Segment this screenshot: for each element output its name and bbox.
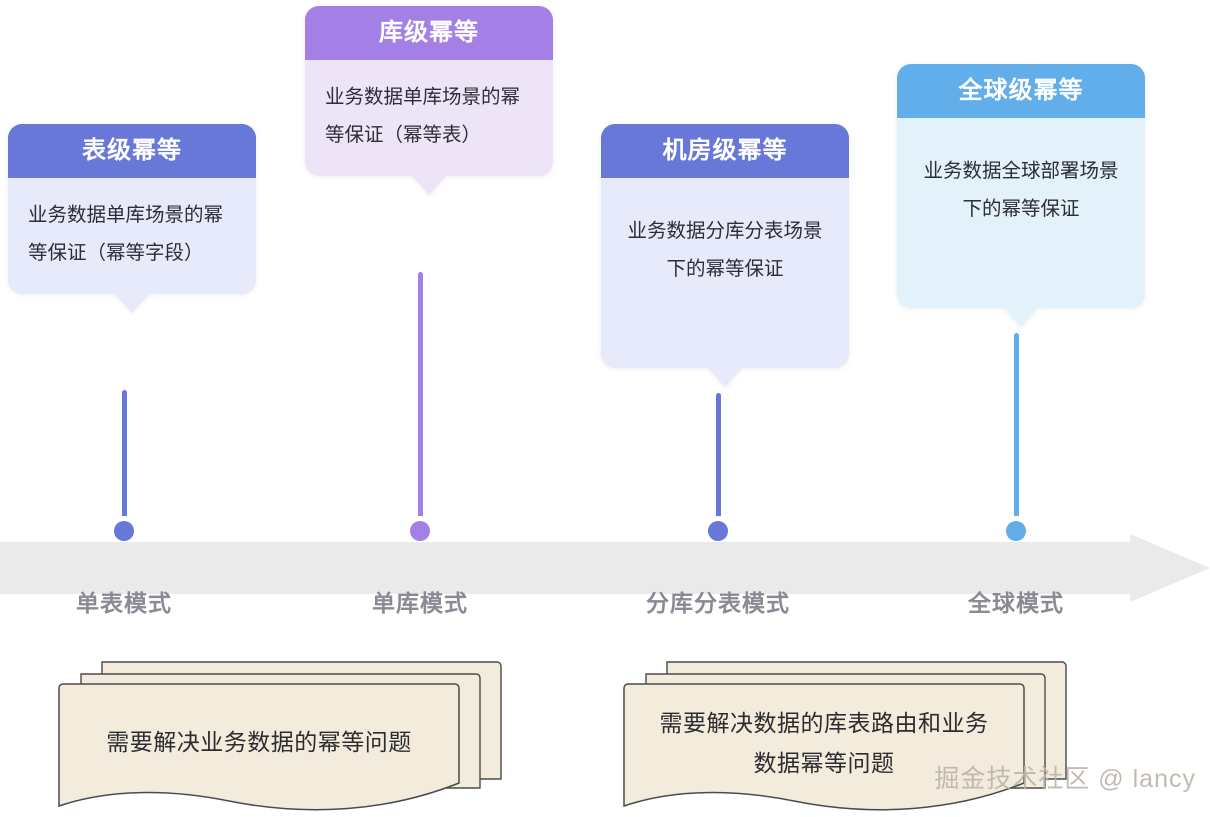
card-body-global-level: 业务数据全球部署场景下的幂等保证 [923, 160, 1119, 221]
timeline-dot-4[interactable] [1006, 521, 1026, 541]
note-stack-left: 需要解决业务数据的幂等问题 [55, 648, 525, 813]
card-idc-level: 机房级幂等 业务数据分库分表场景下的幂等保证 [601, 124, 849, 387]
card-header-global-level: 全球级幂等 [897, 64, 1145, 118]
timeline-arrow-shape [0, 534, 1210, 602]
note-stack-left-shape [58, 661, 502, 811]
card-tail-icon [115, 294, 149, 314]
card-body-table-level: 业务数据单库场景的幂等保证（幂等字段） [28, 204, 224, 265]
card-inner: 库级幂等 业务数据单库场景的幂等保证（幂等表） [305, 6, 553, 177]
note-right-line1: 需要解决数据的库表路由和业务 [659, 710, 989, 736]
watermark: 掘金技术社区 @ lancy [934, 765, 1196, 793]
timeline-arrow [0, 534, 1210, 602]
card-header-table-level: 表级幂等 [8, 124, 256, 178]
card-header-idc-level: 机房级幂等 [601, 124, 849, 178]
connector-stem-1 [121, 390, 127, 527]
card-table-level: 表级幂等 业务数据单库场景的幂等保证（幂等字段） [8, 124, 256, 314]
card-tail-icon [412, 176, 446, 196]
card-inner: 表级幂等 业务数据单库场景的幂等保证（幂等字段） [8, 124, 256, 295]
card-body-db-level: 业务数据单库场景的幂等保证（幂等表） [325, 86, 521, 147]
timeline-label-1: 单表模式 [76, 590, 172, 616]
timeline-label-2: 单库模式 [372, 590, 468, 616]
card-global-level: 全球级幂等 业务数据全球部署场景下的幂等保证 [897, 64, 1145, 327]
note-left-line1: 需要解决业务数据的幂等问题 [106, 729, 412, 755]
connector-stem-4 [1013, 333, 1019, 527]
timeline-dot-2[interactable] [410, 521, 430, 541]
note-stack-right: 需要解决数据的库表路由和业务 数据幂等问题 [620, 648, 1090, 813]
card-tail-icon [708, 368, 742, 387]
card-tail-icon [1004, 308, 1038, 327]
connector-stem-2 [417, 272, 423, 527]
timeline-label-3: 分库分表模式 [646, 590, 790, 616]
card-header-db-level: 库级幂等 [305, 6, 553, 60]
connector-stem-3 [715, 393, 721, 527]
note-text-left: 需要解决业务数据的幂等问题 [59, 722, 459, 762]
note-stack-right-shape [623, 661, 1067, 811]
card-inner: 机房级幂等 业务数据分库分表场景下的幂等保证 [601, 124, 849, 368]
card-inner: 全球级幂等 业务数据全球部署场景下的幂等保证 [897, 64, 1145, 308]
note-right-line2: 数据幂等问题 [753, 750, 895, 777]
card-body-idc-level: 业务数据分库分表场景下的幂等保证 [627, 220, 823, 281]
card-db-level: 库级幂等 业务数据单库场景的幂等保证（幂等表） [305, 6, 553, 196]
timeline-dot-3[interactable] [708, 521, 728, 541]
timeline-label-4: 全球模式 [968, 590, 1064, 616]
timeline-dot-1[interactable] [114, 521, 134, 541]
note-text-right: 需要解决数据的库表路由和业务 数据幂等问题 [624, 703, 1024, 784]
